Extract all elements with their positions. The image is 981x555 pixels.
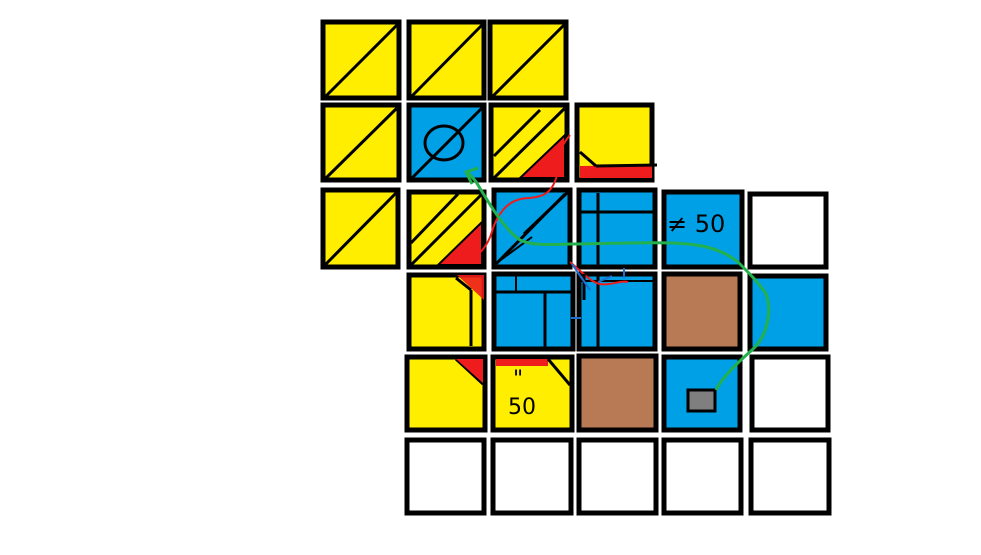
center-marks: [571, 263, 625, 319]
tile-r1-c3-yellow: [574, 102, 658, 183]
equal-50-mark: ": [513, 367, 523, 392]
tile-r3-c4-brown: [661, 271, 743, 352]
tile-r5-c2-white: [490, 437, 574, 516]
tile-r5-c1-white: [404, 437, 487, 516]
tile-r3-c3-blue: [576, 271, 658, 352]
equal-50-value: 50: [508, 395, 536, 420]
tile-r0-c2-yellow: [487, 19, 569, 101]
tile-r0-c1-yellow: [406, 19, 487, 101]
tile-r2-c2-blue: [491, 187, 573, 270]
not-equal-50-label: ≠ 50: [667, 210, 725, 238]
green-path-arrow-icon: [465, 170, 771, 391]
gray-square-icon: [686, 388, 717, 413]
red-curve-arrow-tail: [569, 261, 629, 286]
tile-r4-c1-yellow: [404, 354, 488, 433]
tile-r0-c0-yellow: [320, 19, 402, 101]
tile-r2-c1-yellow: [406, 189, 487, 270]
red-curve-icon: [469, 134, 571, 263]
tile-r5-c3-white: [576, 437, 659, 516]
tile-r5-c5-white: [748, 437, 832, 516]
tile-r2-c0-yellow: [320, 187, 401, 270]
tile-r4-c2-yellow-equal-50: [490, 354, 575, 433]
tile-r3-c1-yellow: [406, 272, 487, 352]
tile-r2-c3-blue: [576, 187, 658, 270]
tile-r4-c5-white: [749, 354, 831, 433]
tile-r2-c5-white: [747, 191, 829, 270]
tile-r1-c1-blue-empty-set: [406, 102, 487, 183]
tile-r3-c2-blue: [491, 271, 576, 352]
tile-r4-c3-brown: [576, 353, 659, 433]
green-arrowhead: [463, 166, 479, 185]
tile-r4-c4-blue-gray-square: [661, 354, 743, 433]
tile-r1-c0-yellow: [320, 102, 402, 183]
tile-r5-c4-white: [661, 437, 744, 516]
tile-r1-c2-yellow: [488, 102, 570, 183]
